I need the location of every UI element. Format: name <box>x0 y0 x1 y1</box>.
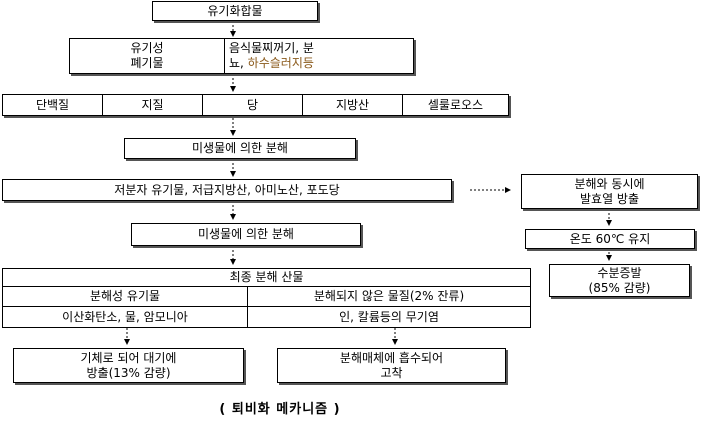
degradable-products-cell: 이산화탄소, 물, 암모니아 <box>3 307 248 327</box>
organic-waste-left-line2: 폐기물 <box>130 56 164 70</box>
fixation-line2: 고착 <box>380 365 403 380</box>
non-degradable-cell: 분해되지 않은 물질(2% 잔류) <box>248 287 530 307</box>
organic-waste-examples: 음식물찌꺼기, 분 뇨, 하수슬러지등 <box>225 39 413 73</box>
atmosphere-release-box: 기체로 되어 대기에 방출(13% 감량) <box>13 348 244 383</box>
organic-waste-box: 유기성 폐기물 음식물찌꺼기, 분 뇨, 하수슬러지등 <box>69 38 414 74</box>
atmosphere-line1: 기체로 되어 대기에 <box>80 350 177 365</box>
diagram-caption: ( 퇴비화 메카니즘 ) <box>219 402 341 417</box>
fixation-box: 분해매체에 흡수되어 고착 <box>277 348 506 383</box>
heat-release-box: 분해와 동시에 발효열 방출 <box>521 174 698 209</box>
inorganic-salts-cell: 인, 칼륨등의 무기염 <box>339 309 439 324</box>
evaporation-line2: (85% 감량) <box>588 280 651 295</box>
final-products-header: 최종 분해 산물 <box>3 269 530 287</box>
temperature-label: 온도 60℃ 유지 <box>569 231 651 246</box>
organic-waste-left-line1: 유기성 <box>130 41 164 55</box>
atmosphere-line2: 방출(13% 감량) <box>86 365 171 380</box>
microbe-decomposition-box-2: 미생물에 의한 분해 <box>131 223 361 246</box>
heat-release-line2: 발효열 방출 <box>579 191 639 206</box>
evaporation-box: 수분증발 (85% 감량) <box>549 264 690 297</box>
organic-compound-box: 유기화합물 <box>152 1 318 21</box>
microbe-decomposition-label-1: 미생물에 의한 분해 <box>192 141 288 155</box>
component-protein: 단백질 <box>3 95 103 115</box>
component-sugar: 당 <box>203 95 303 115</box>
microbe-decomposition-box-1: 미생물에 의한 분해 <box>124 138 356 159</box>
sewage-sludge-text: 하수슬러지등 <box>247 56 314 70</box>
organic-waste-type: 유기성 폐기물 <box>70 39 225 73</box>
components-row: 단백질 지질 당 지방산 셀룰로오스 <box>2 94 509 116</box>
organic-waste-right-line2a: 뇨, <box>229 56 248 70</box>
fixation-line1: 분해매체에 흡수되어 <box>339 350 444 365</box>
low-molecular-box: 저분자 유기물, 저급지방산, 아미노산, 포도당 <box>2 179 452 201</box>
organic-compound-label: 유기화합물 <box>207 3 263 18</box>
final-products-table: 최종 분해 산물 분해성 유기물 분해되지 않은 물질(2% 잔류) 이산화탄소… <box>2 268 531 328</box>
evaporation-line1: 수분증발 <box>597 265 642 280</box>
temperature-box: 온도 60℃ 유지 <box>525 229 695 249</box>
organic-waste-right-line1: 음식물찌꺼기, 분 <box>229 41 314 55</box>
component-cellulose: 셀룰로오스 <box>427 97 484 112</box>
low-molecular-label: 저분자 유기물, 저급지방산, 아미노산, 포도당 <box>114 182 340 197</box>
organic-waste-right-line2: 뇨, 하수슬러지등 <box>229 56 314 71</box>
degradable-organic-cell: 분해성 유기물 <box>3 287 248 307</box>
component-fatty-acid: 지방산 <box>303 95 403 115</box>
microbe-decomposition-label-2: 미생물에 의한 분해 <box>198 227 294 241</box>
heat-release-line1: 분해와 동시에 <box>574 176 645 191</box>
component-lipid: 지질 <box>103 95 203 115</box>
